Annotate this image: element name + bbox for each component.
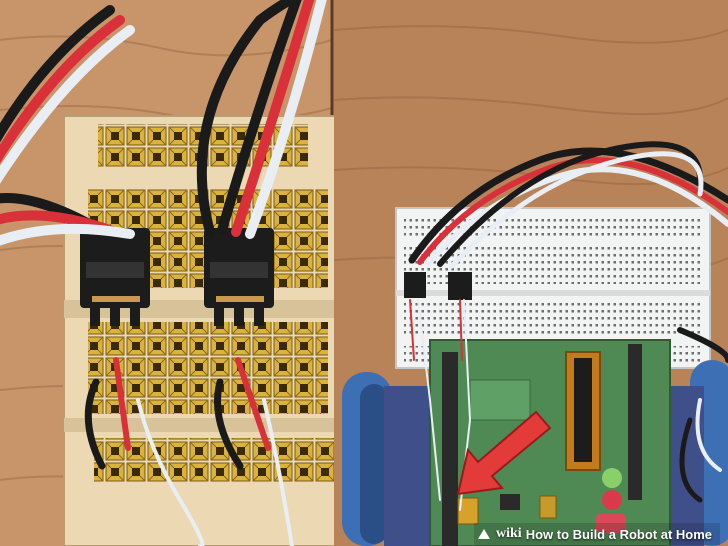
watermark-brand: wiki (496, 526, 522, 541)
jumper-wires (84, 357, 294, 546)
red-arrow-icon (456, 410, 552, 496)
servo-cables (0, 0, 327, 246)
watermark-title: How to Build a Robot at Home (525, 526, 713, 542)
left-panel (0, 0, 337, 546)
watermark-caption: wiki How to Build a Robot at Home (474, 523, 721, 545)
right-panel (333, 0, 728, 546)
header-plugs (404, 272, 472, 300)
robot-cables (408, 141, 728, 503)
wikihow-logo-icon (478, 529, 490, 539)
controller-board (429, 339, 671, 546)
servo-connector-right (204, 228, 274, 326)
servo-connector-left (80, 228, 150, 326)
left-wheel (342, 372, 392, 546)
